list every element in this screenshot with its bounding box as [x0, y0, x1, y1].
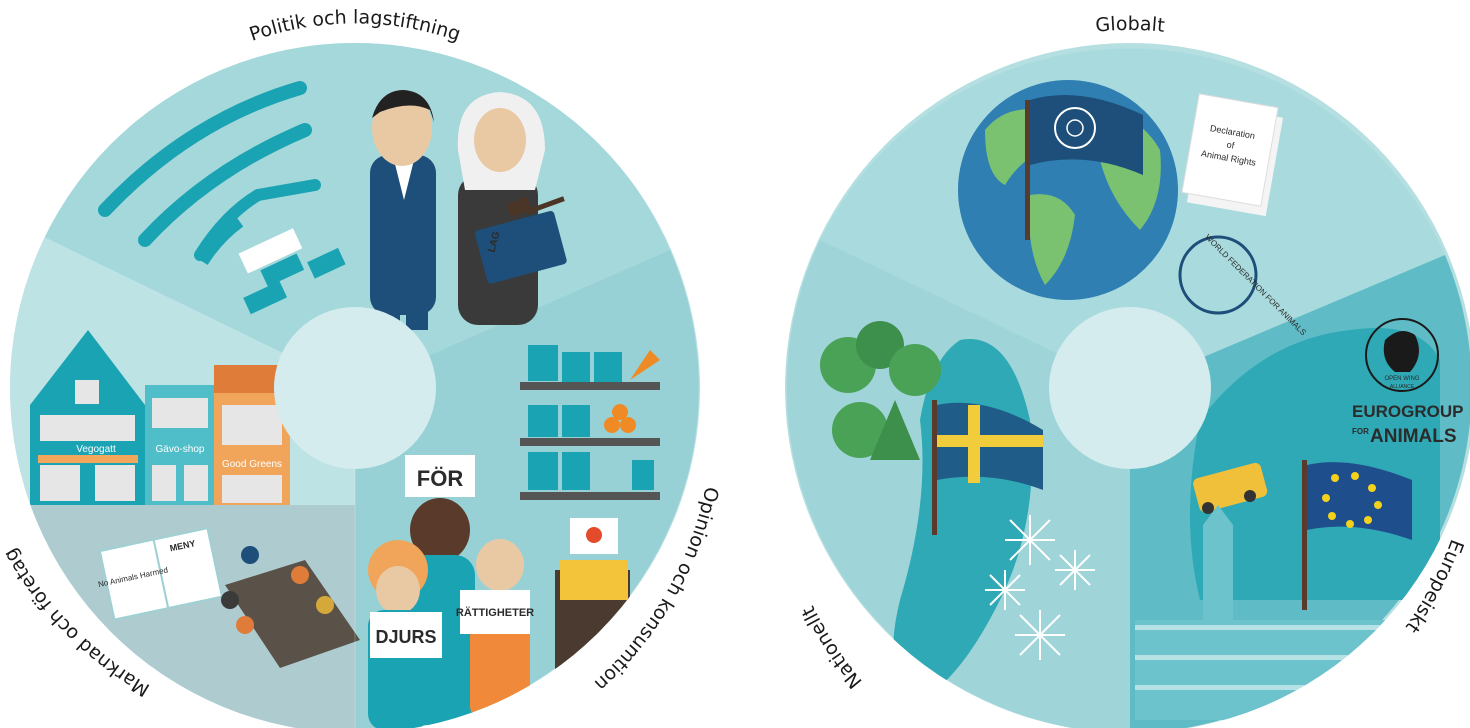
protest-sign-for: FÖR [417, 466, 464, 491]
globe [958, 80, 1178, 300]
label-politik: Politik och lagstiftning [247, 6, 464, 45]
menu-book: No Animals Harmed MENY [97, 526, 224, 621]
protesters: FÖR DJURS RÄTTIGHETER [368, 455, 534, 728]
politician-figure [370, 90, 436, 330]
shop-label-vegogatt: Vegogatt [76, 444, 116, 455]
right-wheel-hub [1049, 307, 1211, 469]
declaration-line-2: of [1226, 139, 1236, 150]
parliament-seats [98, 81, 346, 315]
left-wheel: LAG Vegogatt Gävo-shop [0, 6, 723, 728]
open-wing-alliance-logo: OPEN WING ALLIANCE [1365, 318, 1439, 392]
declaration-document: Declaration of Animal Rights [1181, 93, 1284, 217]
label-globalt: Globalt [1094, 13, 1165, 37]
label-nationellt: Nationellt [797, 603, 866, 693]
shop-label-gavo: Gävo-shop [156, 444, 205, 455]
left-wheel-hub [274, 307, 436, 469]
shops-row: Vegogatt Gävo-shop Good Greens [30, 330, 290, 505]
law-book-title: LAG [486, 230, 502, 253]
sweden-map [820, 321, 1043, 700]
eurogroup-logo: EUROGROUP FOR ANIMALS [1352, 402, 1463, 447]
open-wing-line-1: OPEN WING [1384, 376, 1419, 382]
snowflakes [985, 515, 1095, 660]
store-shelves [520, 345, 660, 500]
protest-sign-djurs: DJURS [375, 627, 436, 647]
eurogroup-line-3: ANIMALS [1370, 426, 1457, 447]
right-wheel: Declaration of Animal Rights WORLD FEDER… [785, 13, 1470, 728]
shop-label-goodgreens: Good Greens [222, 459, 282, 470]
open-wing-line-2: ALLIANCE [1390, 384, 1415, 390]
eu-stars [1322, 472, 1382, 528]
judge-figure: LAG [457, 92, 567, 325]
protest-sign-rattigheter: RÄTTIGHETER [456, 606, 534, 619]
eurogroup-line-1: EUROGROUP [1352, 402, 1463, 421]
meeting-table [221, 546, 360, 668]
eurogroup-line-2: FOR [1352, 427, 1369, 436]
